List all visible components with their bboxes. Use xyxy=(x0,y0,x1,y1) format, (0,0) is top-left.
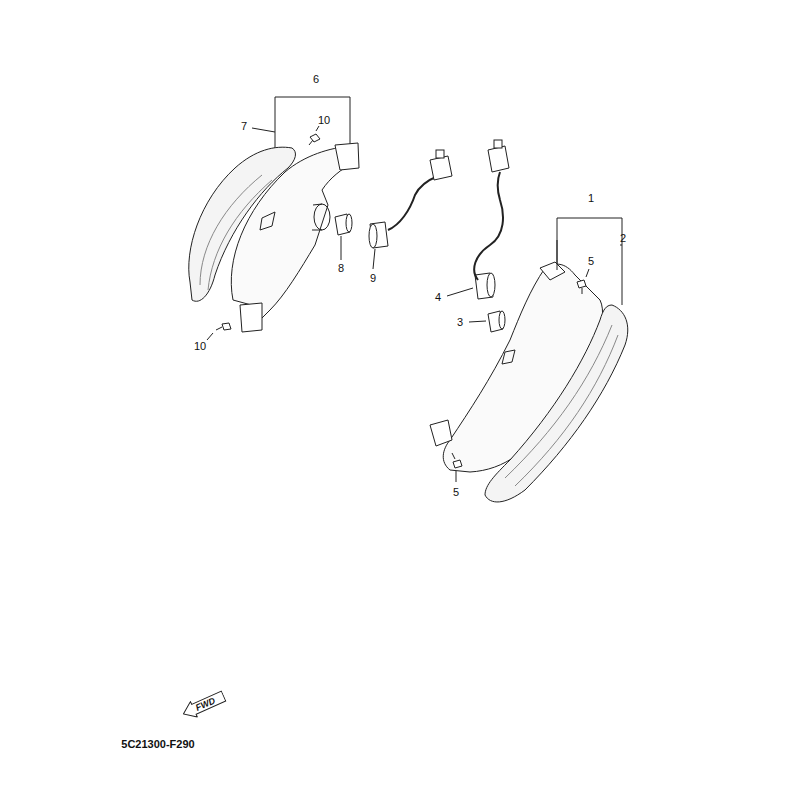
callout-number: 3 xyxy=(457,317,463,328)
callout-number: 9 xyxy=(370,273,376,284)
callout-number: 10 xyxy=(318,115,330,126)
callout-number: 6 xyxy=(313,74,319,85)
callout-number: 1 xyxy=(588,193,594,204)
callout-number: 2 xyxy=(620,233,626,244)
direction-arrow: FWD xyxy=(179,688,227,723)
callout-number: 10 xyxy=(194,341,206,352)
callout-number: 7 xyxy=(241,121,247,132)
callout-number: 5 xyxy=(588,256,594,267)
callout-number: 5 xyxy=(453,487,459,498)
diagram-code: 5C21300-F290 xyxy=(121,739,194,750)
callout-number: 8 xyxy=(338,263,344,274)
callout-number: 4 xyxy=(435,292,441,303)
